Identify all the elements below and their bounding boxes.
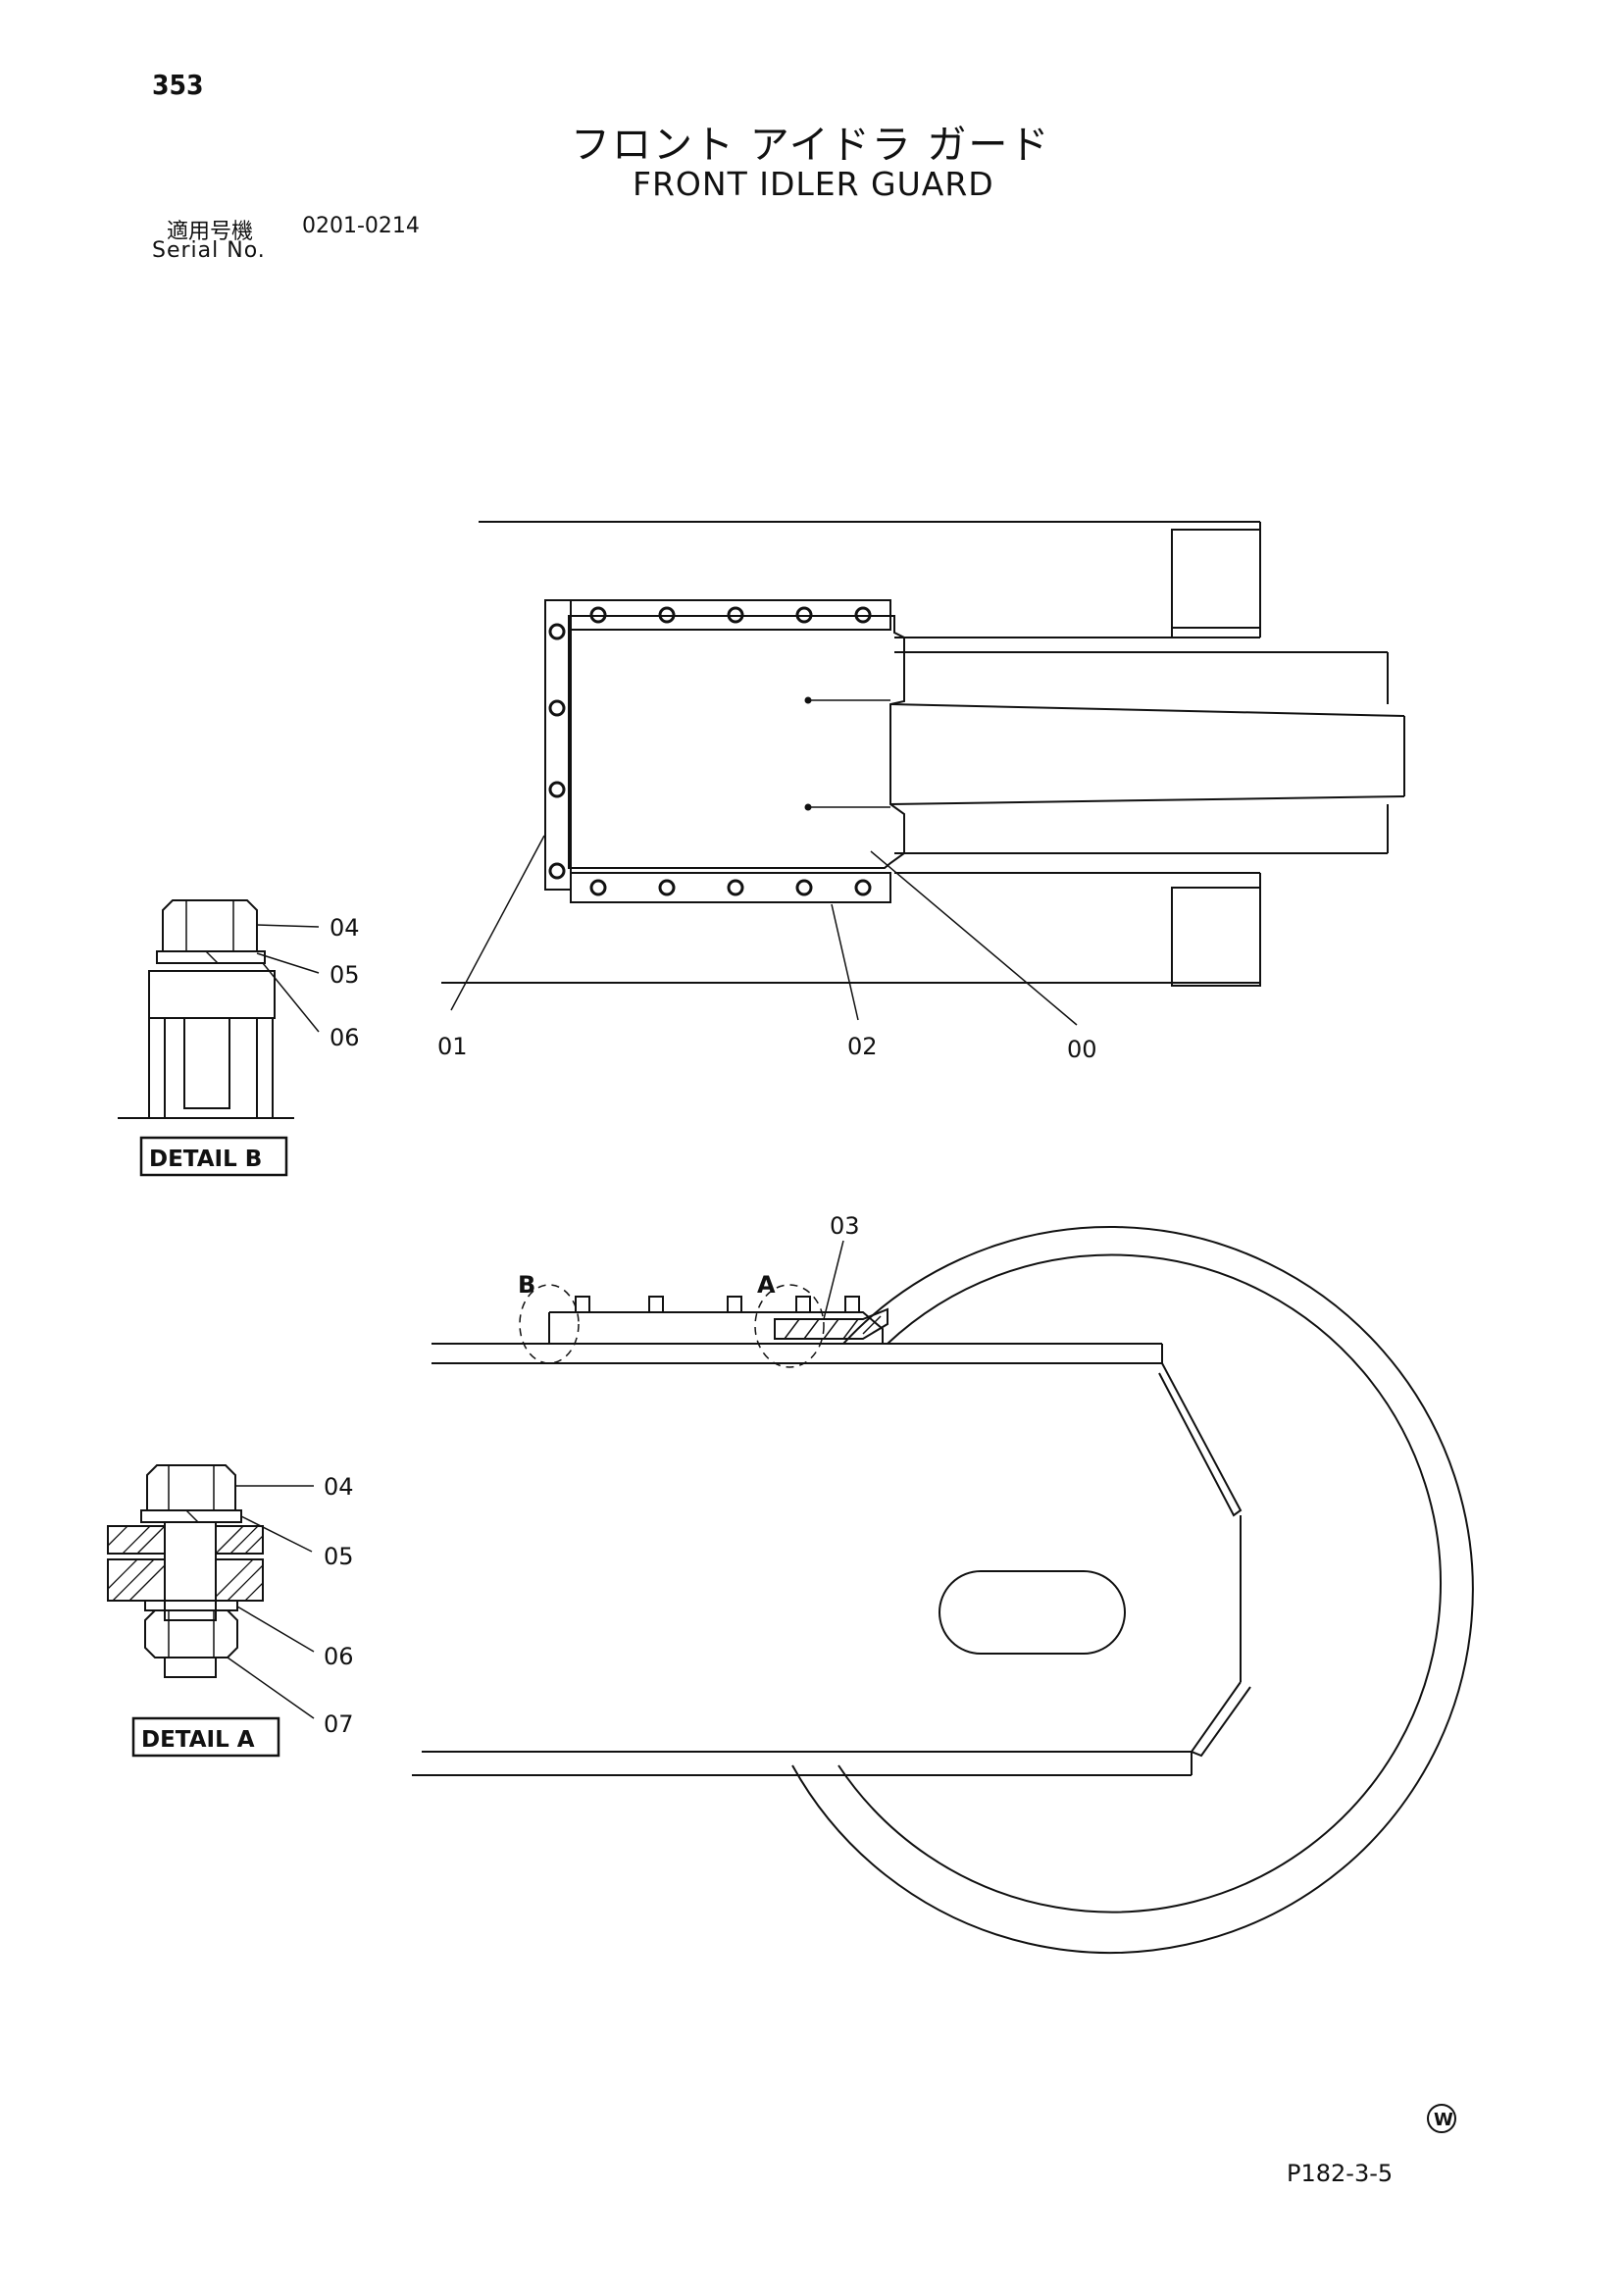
detail-b-plate bbox=[148, 970, 276, 1019]
guard-side bbox=[549, 1311, 884, 1344]
serial-label-english: Serial No. bbox=[152, 238, 266, 263]
callout-06: 06 bbox=[324, 1643, 354, 1670]
detail-b-bolt-head bbox=[162, 899, 258, 952]
guard-tail-03 bbox=[774, 1307, 888, 1340]
detail-a-mark: A bbox=[757, 1271, 776, 1299]
callout-00: 00 bbox=[1067, 1036, 1097, 1063]
leader-00 bbox=[870, 850, 1078, 1026]
callout-05: 05 bbox=[324, 1543, 354, 1570]
detail-a-marker bbox=[754, 1284, 825, 1368]
idler-rail bbox=[889, 795, 1405, 805]
leader-01 bbox=[450, 835, 545, 1011]
bolt-holes-side bbox=[548, 623, 566, 880]
leader-07a bbox=[227, 1657, 315, 1719]
detail-a-bolt-head bbox=[146, 1464, 236, 1511]
leader-03 bbox=[823, 1240, 844, 1320]
detail-b-shank bbox=[183, 1017, 230, 1109]
detail-b-washer bbox=[156, 950, 266, 964]
watermark-symbol: W bbox=[1434, 2110, 1453, 2130]
detail-b-label: DETAIL B bbox=[149, 1147, 262, 1172]
slide-block bbox=[1171, 887, 1261, 987]
top-bolts bbox=[575, 1296, 860, 1313]
callout-04: 04 bbox=[330, 914, 360, 942]
detail-b: 04 05 06 DETAIL B bbox=[118, 899, 360, 1177]
title-japanese: フロント アイドラ ガード bbox=[571, 123, 1051, 168]
guard-flange-bottom bbox=[570, 872, 891, 903]
callout-07: 07 bbox=[324, 1710, 354, 1738]
idler-wheel-inner bbox=[837, 1253, 1442, 1913]
page-number: 353 bbox=[152, 69, 204, 101]
callout-05: 05 bbox=[330, 961, 360, 989]
serial-range: 0201-0214 bbox=[302, 214, 420, 238]
leader-05b bbox=[256, 952, 320, 974]
callout-06: 06 bbox=[330, 1024, 360, 1051]
callout-01: 01 bbox=[437, 1033, 468, 1060]
serial-label-japanese: 適用号機 bbox=[167, 220, 254, 244]
title-english: FRONT IDLER GUARD bbox=[633, 165, 994, 203]
detail-a-shank bbox=[164, 1521, 217, 1621]
detail-b-label-box bbox=[139, 1136, 288, 1177]
slotted-hole bbox=[939, 1570, 1126, 1655]
top-view: 01 02 00 bbox=[437, 521, 1405, 1063]
bolt-holes-top bbox=[589, 606, 872, 624]
leader-04b bbox=[256, 924, 320, 928]
end-plate-lower bbox=[1190, 1681, 1251, 1758]
callout-02: 02 bbox=[847, 1033, 878, 1060]
side-plate-01 bbox=[544, 599, 572, 891]
leader-06a bbox=[236, 1606, 315, 1653]
slide-block bbox=[1171, 529, 1261, 629]
weld-dot bbox=[804, 803, 812, 811]
bolt-holes-bottom bbox=[589, 879, 872, 896]
guard-plate-00 bbox=[568, 615, 905, 869]
leader-06b bbox=[262, 962, 320, 1033]
weld-dot bbox=[804, 696, 812, 704]
callout-03: 03 bbox=[830, 1212, 860, 1240]
page-code: P182-3-5 bbox=[1287, 2160, 1394, 2187]
idler-wheel-outer bbox=[791, 1226, 1474, 1954]
detail-b-mark: B bbox=[518, 1271, 535, 1299]
callout-04: 04 bbox=[324, 1473, 354, 1501]
detail-a-nut bbox=[144, 1609, 238, 1658]
leader-05a bbox=[240, 1515, 313, 1553]
side-view: B A 03 bbox=[412, 1212, 1474, 1954]
detail-a-label: DETAIL A bbox=[141, 1727, 255, 1753]
detail-b-marker bbox=[519, 1284, 580, 1364]
detail-a: 04 05 06 07 DETAIL A bbox=[107, 1464, 354, 1758]
detail-a-bolt-tip bbox=[164, 1657, 217, 1678]
end-plate-upper bbox=[1158, 1362, 1243, 1517]
idler-rail bbox=[889, 703, 1405, 717]
leader-02 bbox=[831, 903, 859, 1021]
watermark-mark: W bbox=[1427, 2104, 1456, 2133]
detail-a-label-box bbox=[131, 1716, 280, 1758]
